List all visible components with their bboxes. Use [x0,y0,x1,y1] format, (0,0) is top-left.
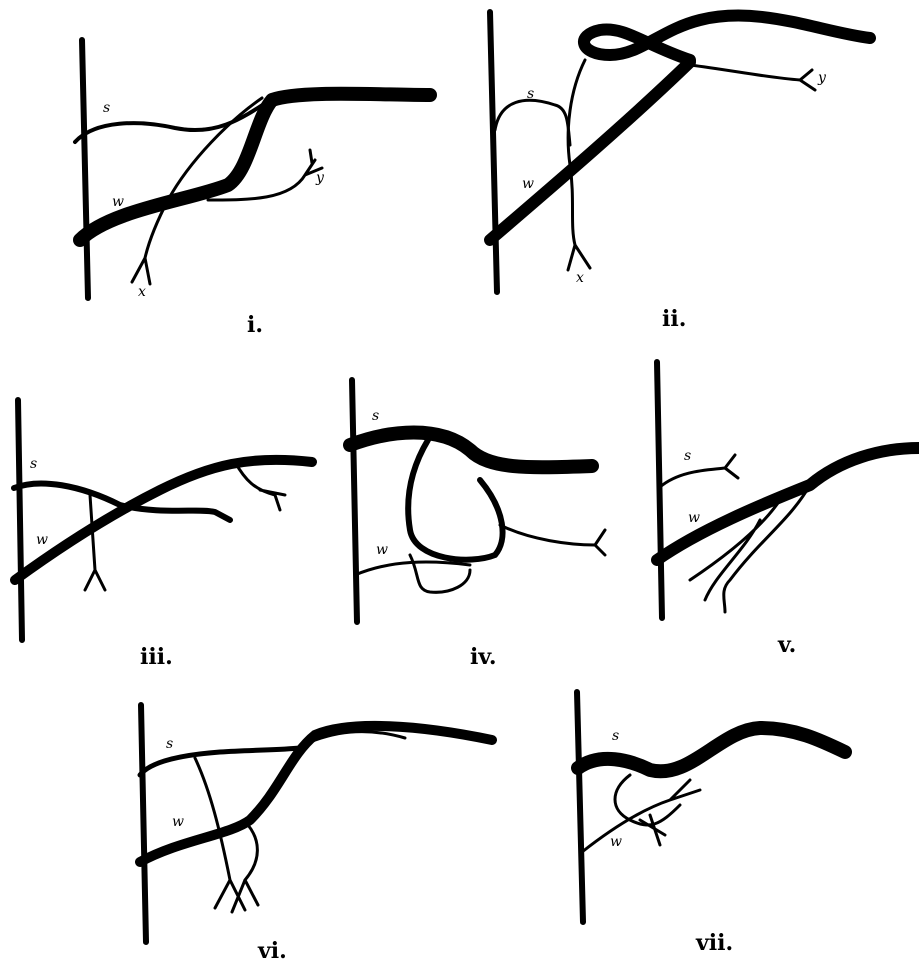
vessel-branch-s [495,100,570,145]
label-s: s [372,408,379,424]
panel-vi: s w vi. [140,705,492,964]
panel-numeral: iv. [470,644,497,670]
label-y: y [315,170,325,186]
vertical-axis-line [18,400,22,640]
vessel-branch-lower [85,495,105,590]
panel-numeral: v. [777,632,796,658]
label-s: s [612,728,619,744]
label-y: y [817,70,827,86]
panel-i: s w y x i. [75,40,430,338]
vessel-branch-right [500,525,605,555]
main-vessel-thick [657,448,919,560]
vessel-branch-right [235,462,285,510]
panel-numeral: i. [247,312,263,338]
label-x: x [576,270,584,286]
vertical-axis-line [577,692,583,922]
label-s: s [103,100,110,116]
vertical-axis-line [657,362,662,618]
main-vessel-thick [140,726,492,862]
vessel-branch-lower [582,780,700,852]
label-x: x [138,284,146,300]
vessel-branch-s [140,748,300,775]
panel-iv: s w iv. [350,380,605,670]
vessel-branch-y [690,65,815,90]
label-w: w [522,176,534,192]
panel-iii: s w iii. [14,400,312,670]
panel-numeral: iii. [140,644,173,670]
panel-numeral: ii. [662,306,686,332]
label-w: w [610,834,622,850]
label-s: s [30,456,37,472]
vertical-axis-line [352,380,357,622]
vertical-axis-line [82,40,88,298]
vertical-axis-line [141,705,146,942]
label-w: w [172,814,184,830]
main-vessel-diagonal [490,62,690,240]
vertical-axis-line [490,12,497,292]
main-vessel-thick [80,94,430,240]
label-w: w [376,542,388,558]
main-vessel-thick [350,433,592,468]
panel-numeral: vi. [257,938,287,964]
panel-v: s w v. [657,362,919,658]
panel-vii: s w vii. [577,692,845,956]
vessel-branch-s [660,455,738,487]
main-vessel-loop [584,16,870,60]
label-s: s [166,736,173,752]
label-s: s [527,86,534,102]
label-s: s [684,448,691,464]
panel-ii: s w y x ii. [490,12,870,332]
label-w: w [688,510,700,526]
label-w: w [112,194,124,210]
label-w: w [36,532,48,548]
main-vessel-thick [15,460,312,580]
panel-numeral: vii. [695,930,733,956]
